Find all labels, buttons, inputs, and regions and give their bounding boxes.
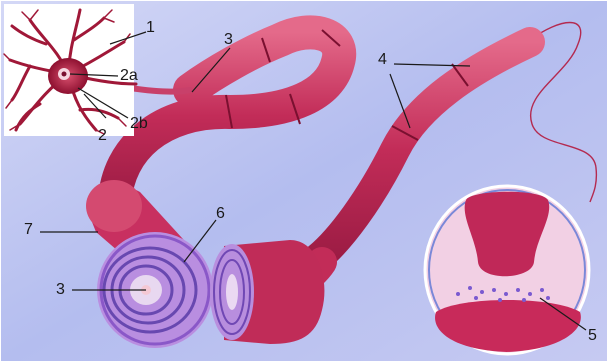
label-7: 7 xyxy=(24,222,33,238)
label-2: 2 xyxy=(98,128,107,144)
label-4: 4 xyxy=(378,52,387,68)
label-6: 6 xyxy=(216,206,225,222)
label-1: 1 xyxy=(146,20,155,36)
label-3-left: 3 xyxy=(56,282,65,298)
label-2b: 2b xyxy=(130,116,148,132)
cylinder-back-end xyxy=(86,180,142,232)
label-2a: 2a xyxy=(120,68,138,84)
synapse-inset xyxy=(425,186,589,354)
label-3-top: 3 xyxy=(224,32,233,48)
cross-section-right xyxy=(210,240,324,344)
neuron-cell-body xyxy=(4,4,136,136)
label-5: 5 xyxy=(588,328,597,344)
